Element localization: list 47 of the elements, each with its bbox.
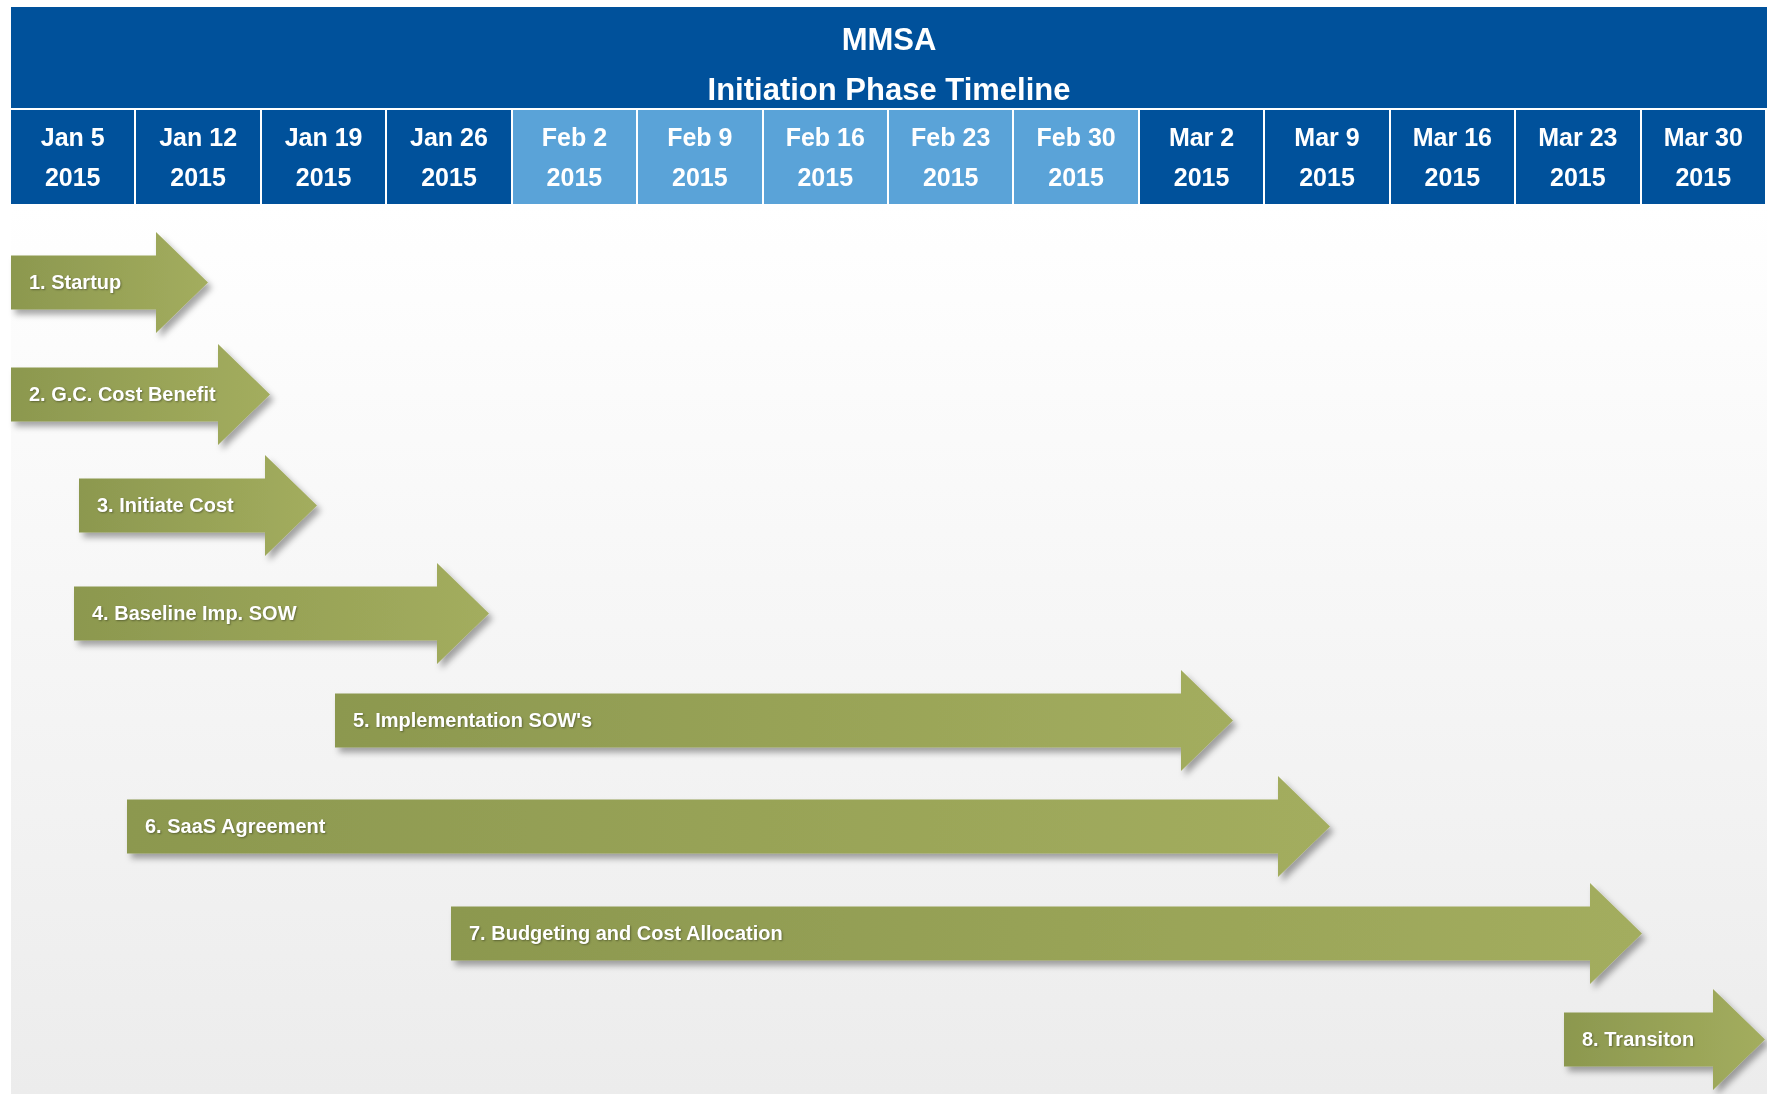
gantt-task-bar — [127, 775, 1330, 877]
date-column-header — [1641, 110, 1765, 204]
date-text: Mar 30 2015 — [1662, 122, 1744, 193]
date-text: Jan 5 2015 — [39, 122, 106, 193]
task-label: 2. G.C. Cost Benefit — [29, 382, 216, 406]
date-column-header — [512, 110, 637, 204]
date-text: Feb 2 2015 — [540, 122, 609, 193]
date-text: Feb 16 2015 — [784, 122, 866, 193]
gantt-task-bar — [11, 231, 208, 333]
date-column-header — [1390, 110, 1515, 204]
date-text: Jan 26 2015 — [409, 122, 489, 193]
gantt-task-bar — [451, 882, 1642, 984]
date-column-header — [387, 110, 511, 204]
date-text: Mar 9 2015 — [1293, 122, 1361, 193]
date-column-header — [11, 110, 135, 204]
title-banner — [11, 7, 1767, 108]
date-text: Feb 30 2015 — [1035, 122, 1117, 193]
date-column-header — [1265, 110, 1389, 204]
task-label: 8. Transiton — [1582, 1027, 1695, 1051]
date-text: Mar 23 2015 — [1537, 122, 1619, 193]
task-label: 1. Startup — [29, 270, 122, 294]
date-column-header — [638, 110, 762, 204]
date-column-header — [763, 110, 887, 204]
date-column-header — [1014, 110, 1138, 204]
date-text: Feb 23 2015 — [910, 122, 992, 193]
date-text: Mar 16 2015 — [1411, 122, 1493, 193]
date-column-header — [1516, 110, 1640, 204]
task-label: 3. Initiate Cost — [97, 493, 234, 517]
date-text: Jan 19 2015 — [283, 122, 364, 193]
date-text: Jan 12 2015 — [158, 122, 239, 193]
date-column-header — [889, 110, 1013, 204]
date-text: Mar 2 2015 — [1167, 122, 1236, 193]
date-text: Feb 9 2015 — [666, 122, 734, 193]
gantt-task-bar — [74, 562, 489, 664]
task-label: 7. Budgeting and Cost Allocation — [469, 921, 783, 945]
gantt-task-bar — [335, 669, 1233, 771]
task-label: 4. Baseline Imp. SOW — [92, 601, 297, 625]
date-column-header — [1139, 110, 1264, 204]
title-text: MMSA — [841, 21, 937, 59]
date-column-header — [136, 110, 260, 204]
gantt-task-bar — [11, 343, 270, 445]
gantt-task-bar — [1564, 988, 1765, 1090]
task-label: 5. Implementation SOW's — [353, 708, 593, 732]
title-text: Initiation Phase Timeline — [707, 71, 1071, 109]
task-label: 6. SaaS Agreement — [145, 814, 326, 838]
date-column-header — [261, 110, 386, 204]
gantt-task-bar — [79, 454, 317, 556]
